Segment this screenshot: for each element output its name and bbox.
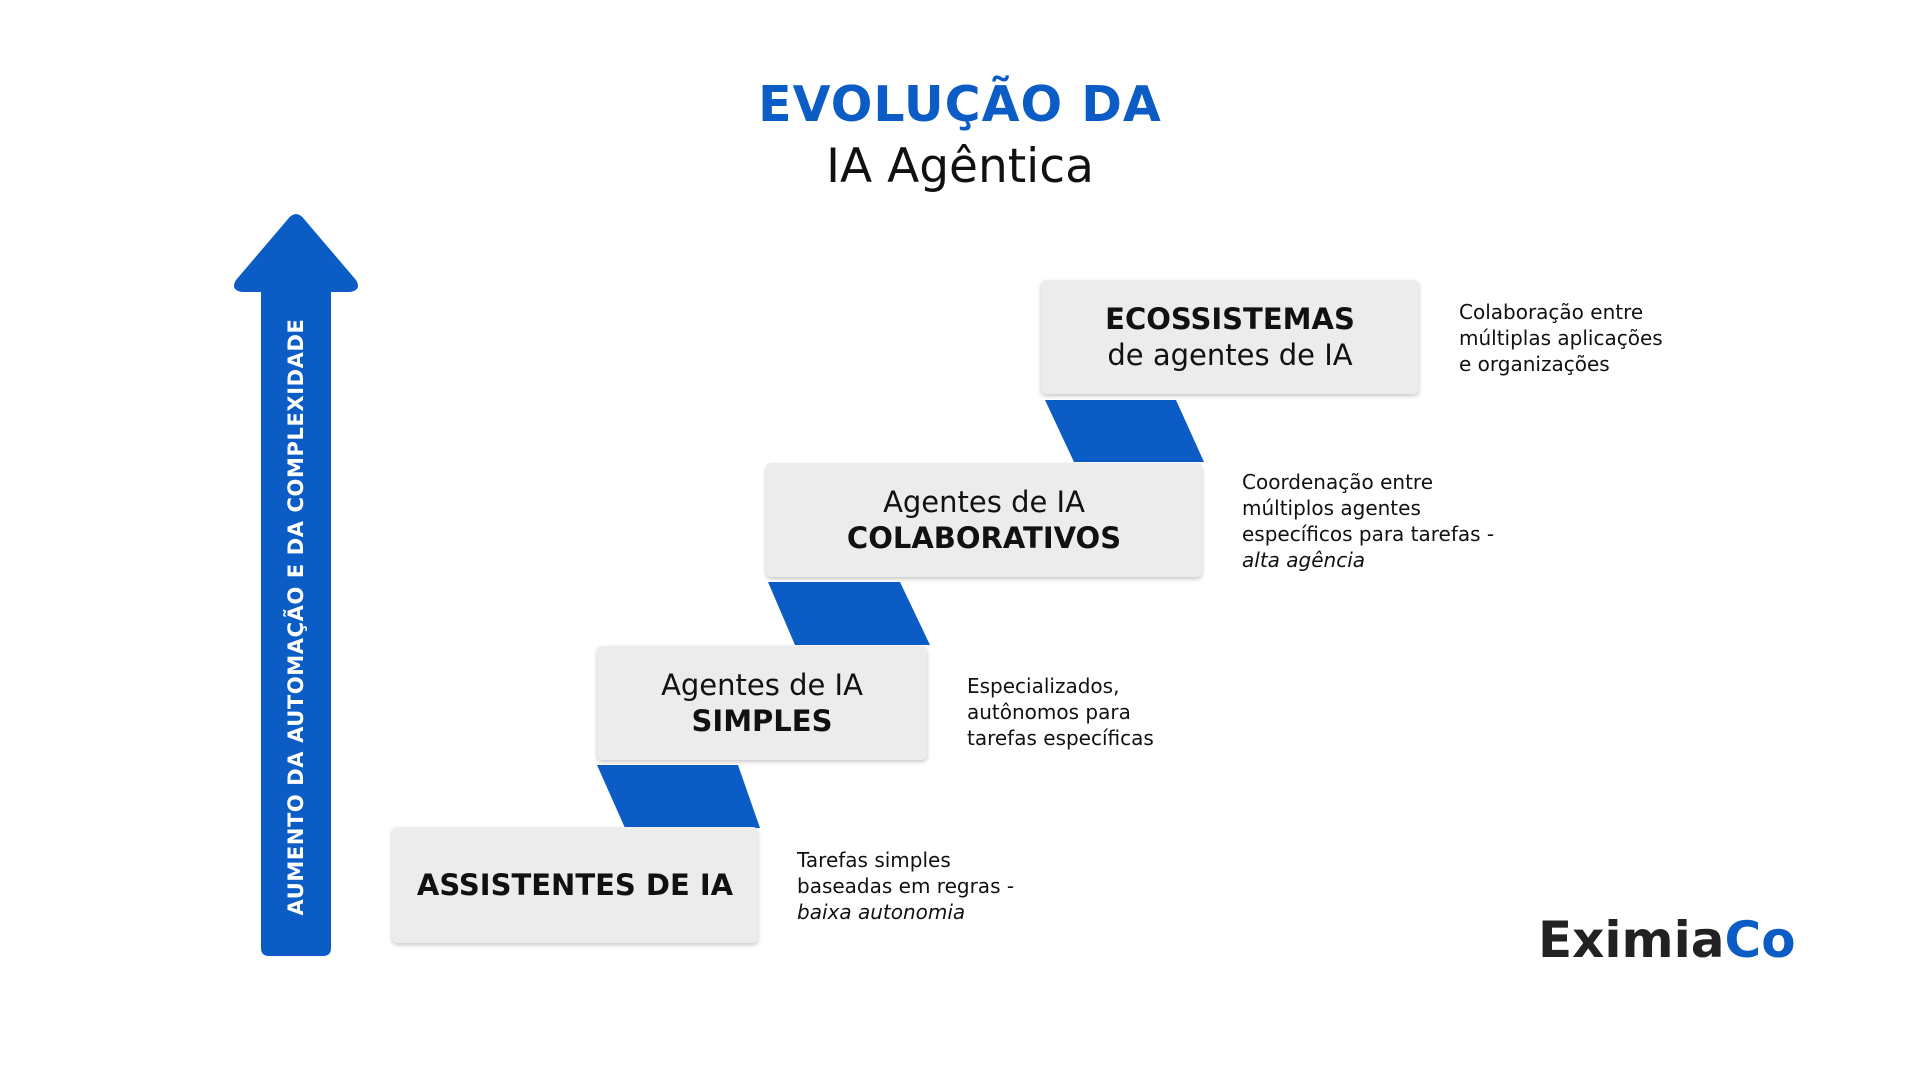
step-2-desc-line-2: autônomos para bbox=[967, 700, 1131, 724]
logo-part-3: Co bbox=[1724, 911, 1796, 969]
step-1-desc-line-3: baixa autonomia bbox=[797, 900, 966, 924]
step-3-desc-line-4: alta agência bbox=[1242, 548, 1366, 572]
title-line-1: EVOLUÇÃO DA bbox=[758, 76, 1162, 133]
step-2-description: Especializados, autônomos para tarefas e… bbox=[967, 673, 1154, 751]
axis-up-arrow-icon bbox=[234, 214, 358, 956]
step-2-desc-line-1: Especializados, bbox=[967, 674, 1120, 698]
step-4-line-1: ECOSSISTEMAS bbox=[1105, 302, 1355, 336]
step-4-desc-line-1: Colaboração entre bbox=[1459, 300, 1644, 324]
step-1-line-1: ASSISTENTES DE IA bbox=[416, 868, 734, 902]
title-line-2: IA Agêntica bbox=[826, 139, 1094, 194]
step-2-line-2: SIMPLES bbox=[691, 704, 833, 738]
logo-part-2: imia bbox=[1604, 911, 1725, 969]
step-1-desc-line-2: baseadas em regras - bbox=[797, 874, 1015, 898]
step-box-ecossistemas: ECOSSISTEMAS de agentes de IA bbox=[1041, 280, 1419, 394]
step-4-desc-line-2: múltiplas aplicações bbox=[1459, 326, 1663, 350]
step-3-desc-line-2: múltiplos agentes bbox=[1242, 496, 1421, 520]
step-box-agentes-colaborativos: Agentes de IA COLABORATIVOS bbox=[766, 463, 1202, 577]
step-3-desc-line-3: específicos para tarefas - bbox=[1242, 522, 1495, 546]
step-4-description: Colaboração entre múltiplas aplicações e… bbox=[1459, 299, 1663, 377]
connector-2-3 bbox=[768, 582, 930, 645]
step-1-description: Tarefas simples baseadas em regras - bai… bbox=[797, 847, 1014, 925]
step-2-desc-line-3: tarefas específicas bbox=[967, 726, 1154, 750]
step-4-line-2: de agentes de IA bbox=[1107, 338, 1353, 372]
step-1-desc-line-1: Tarefas simples bbox=[797, 848, 951, 872]
step-3-description: Coordenação entre múltiplos agentes espe… bbox=[1242, 469, 1494, 573]
step-3-desc-line-1: Coordenação entre bbox=[1242, 470, 1433, 494]
step-box-assistentes: ASSISTENTES DE IA bbox=[392, 827, 758, 943]
connector-1-2 bbox=[597, 765, 760, 828]
connector-3-4 bbox=[1045, 400, 1204, 462]
step-4-desc-line-3: e organizações bbox=[1459, 352, 1610, 376]
diagram-title: EVOLUÇÃO DA IA Agêntica bbox=[0, 74, 1920, 198]
step-2-line-1: Agentes de IA bbox=[661, 668, 863, 702]
step-3-line-2: COLABORATIVOS bbox=[846, 521, 1122, 555]
step-3-line-1: Agentes de IA bbox=[883, 485, 1085, 519]
step-box-agentes-simples: Agentes de IA SIMPLES bbox=[597, 646, 927, 760]
logo-part-1: Ex bbox=[1538, 911, 1605, 969]
